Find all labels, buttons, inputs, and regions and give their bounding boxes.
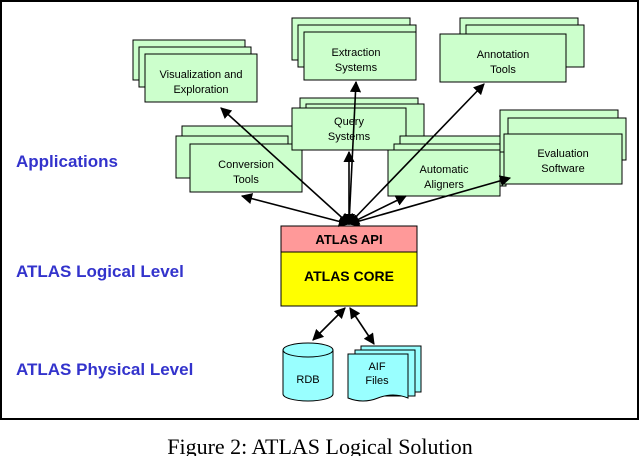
visualization-tool-stack: Visualization and Exploration — [132, 39, 258, 103]
atlas-core-box — [280, 251, 418, 307]
atlas-api-label: ATLAS API — [315, 232, 382, 247]
extraction-label-line2: Systems — [335, 62, 378, 74]
aif-label-line1: AIF — [368, 361, 385, 373]
applications-level-label: Applications — [16, 152, 118, 171]
extraction-label-line1: Extraction — [332, 47, 381, 59]
visualization-label-line1: Visualization and — [160, 69, 243, 81]
aif-files-icon: AIF Files — [347, 345, 422, 402]
query-label-line1: Query — [334, 116, 364, 128]
logical-level-label: ATLAS Logical Level — [16, 262, 184, 281]
aif-label-line2: Files — [365, 375, 389, 387]
rdb-label: RDB — [296, 374, 319, 386]
conversion-label-line2: Tools — [233, 174, 259, 186]
conversion-label-line1: Conversion — [218, 159, 274, 171]
evaluation-label-line2: Software — [541, 163, 584, 175]
evaluation-label-line1: Evaluation — [537, 148, 588, 160]
annotation-label-line2: Tools — [490, 64, 516, 76]
aligners-label-line2: Aligners — [424, 179, 464, 191]
aligners-tool-stack: Automatic Aligners — [387, 135, 513, 197]
conversion-tool-stack: Conversion Tools — [175, 125, 303, 193]
aligners-label-line1: Automatic — [420, 164, 469, 176]
rdb-database-icon: RDB — [282, 342, 334, 402]
evaluation-tool-stack: Evaluation Software — [499, 109, 627, 185]
annotation-tool-stack: Annotation Tools — [439, 17, 585, 83]
extraction-tool-stack: Extraction Systems — [291, 17, 417, 81]
api-arrows — [220, 80, 512, 227]
annotation-label-line1: Annotation — [477, 49, 530, 61]
visualization-label-line2: Exploration — [173, 84, 228, 96]
figure-caption: Figure 2: ATLAS Logical Solution — [167, 434, 473, 456]
query-label-line2: Systems — [328, 131, 371, 143]
atlas-core-label: ATLAS CORE — [304, 268, 394, 284]
physical-level-label: ATLAS Physical Level — [16, 360, 193, 379]
storage-arrows — [312, 307, 375, 345]
